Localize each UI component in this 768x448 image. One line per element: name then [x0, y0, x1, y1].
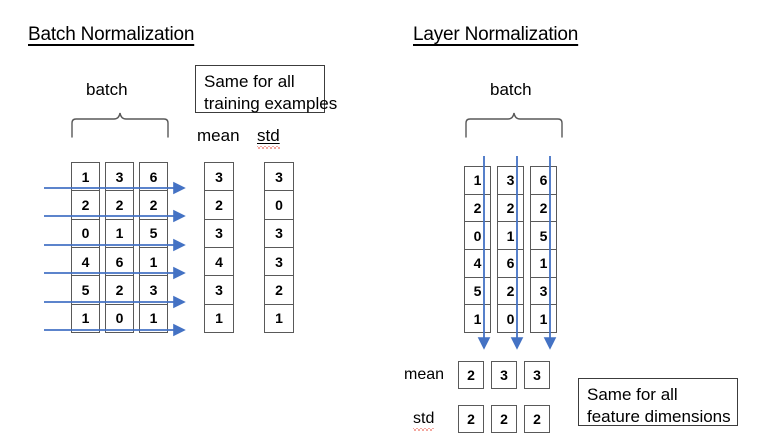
- grid-cell: 6: [140, 163, 167, 192]
- right-callout-box: Same for all feature dimensions: [578, 378, 738, 426]
- right-std-cell-1: 2: [491, 405, 517, 433]
- right-grid-column-2: 6 2 5 1 3 1: [530, 166, 557, 333]
- right-grid-column-1: 3 2 1 6 2 0: [497, 166, 524, 333]
- grid-cell: 0: [465, 222, 490, 251]
- std-cell: 1: [275, 310, 283, 327]
- right-mean-cell-2: 3: [524, 361, 550, 389]
- grid-cell: 2: [106, 276, 133, 305]
- mean-cell: 3: [205, 163, 233, 192]
- left-std-label: std: [257, 126, 280, 149]
- left-callout-box: Same for all training examples: [195, 65, 338, 114]
- grid-cell: 0: [506, 310, 515, 327]
- right-std-cell-2: 2: [524, 405, 550, 433]
- left-mean-column: 3 2 3 4 3 1: [204, 162, 234, 333]
- right-section-title: Layer Normalization: [413, 24, 579, 45]
- grid-cell: 2: [465, 195, 490, 223]
- grid-cell: 2: [498, 278, 523, 306]
- mean-cell: 2: [205, 191, 233, 220]
- grid-cell: 1: [106, 220, 133, 248]
- grid-cell: 4: [72, 248, 99, 277]
- grid-cell: 6: [106, 248, 133, 277]
- right-vertical-arrows: [477, 156, 570, 356]
- grid-cell: 5: [140, 220, 167, 248]
- right-callout-line2: feature dimensions: [587, 407, 731, 427]
- left-grid-column-0: 1 2 0 4 5 1: [71, 162, 100, 333]
- right-batch-brace: [464, 110, 564, 138]
- mean-cell: 3: [205, 220, 233, 248]
- grid-cell: 6: [531, 167, 556, 195]
- left-section-title: Batch Normalization: [28, 24, 195, 45]
- grid-cell: 3: [140, 276, 167, 305]
- right-mean-cell-1: 3: [491, 361, 517, 389]
- right-grid-column-0: 1 2 0 4 5 1: [464, 166, 491, 333]
- grid-cell: 1: [498, 222, 523, 251]
- left-batch-label: batch: [86, 80, 128, 99]
- left-std-column: 3 0 3 3 2 1: [264, 162, 294, 333]
- grid-cell: 2: [106, 191, 133, 220]
- right-mean-label: mean: [404, 366, 445, 383]
- grid-cell: 1: [473, 310, 482, 327]
- grid-cell: 0: [115, 310, 124, 327]
- right-mean-cell-0: 2: [458, 361, 484, 389]
- left-grid-column-1: 3 2 1 6 2 0: [105, 162, 134, 333]
- left-batch-brace: [70, 110, 170, 138]
- right-callout-line1: Same for all: [587, 385, 678, 404]
- right-batch-label: batch: [490, 80, 532, 99]
- grid-cell: 3: [106, 163, 133, 192]
- grid-cell: 3: [498, 167, 523, 195]
- grid-cell: 1: [140, 248, 167, 277]
- grid-cell: 6: [498, 250, 523, 278]
- grid-cell: 4: [465, 250, 490, 278]
- grid-cell: 0: [72, 220, 99, 248]
- right-std-label-text: std: [413, 410, 435, 431]
- mean-cell: 1: [215, 310, 223, 327]
- grid-cell: 1: [465, 167, 490, 195]
- std-cell: 3: [265, 220, 293, 248]
- left-callout-line2: training examples: [204, 94, 338, 114]
- std-cell: 0: [265, 191, 293, 220]
- left-callout-line1: Same for all: [204, 72, 295, 91]
- grid-cell: 1: [72, 163, 99, 192]
- grid-cell: 1: [539, 310, 548, 327]
- grid-cell: 5: [531, 222, 556, 251]
- std-cell: 3: [265, 248, 293, 277]
- std-cell: 2: [265, 276, 293, 305]
- grid-cell: 2: [498, 195, 523, 223]
- grid-cell: 2: [72, 191, 99, 220]
- grid-cell: 1: [81, 310, 90, 327]
- mean-cell: 4: [205, 248, 233, 277]
- grid-cell: 2: [531, 195, 556, 223]
- grid-cell: 5: [72, 276, 99, 305]
- grid-cell: 2: [140, 191, 167, 220]
- grid-cell: 1: [531, 250, 556, 278]
- right-std-label: std: [413, 410, 435, 431]
- left-std-label-text: std: [257, 126, 280, 149]
- left-mean-label: mean: [197, 126, 240, 145]
- grid-cell: 3: [531, 278, 556, 306]
- grid-cell: 1: [149, 310, 158, 327]
- mean-cell: 3: [205, 276, 233, 305]
- grid-cell: 5: [465, 278, 490, 306]
- std-cell: 3: [265, 163, 293, 192]
- right-std-cell-0: 2: [458, 405, 484, 433]
- left-horizontal-arrows: [44, 155, 196, 345]
- left-grid-column-2: 6 2 5 1 3 1: [139, 162, 168, 333]
